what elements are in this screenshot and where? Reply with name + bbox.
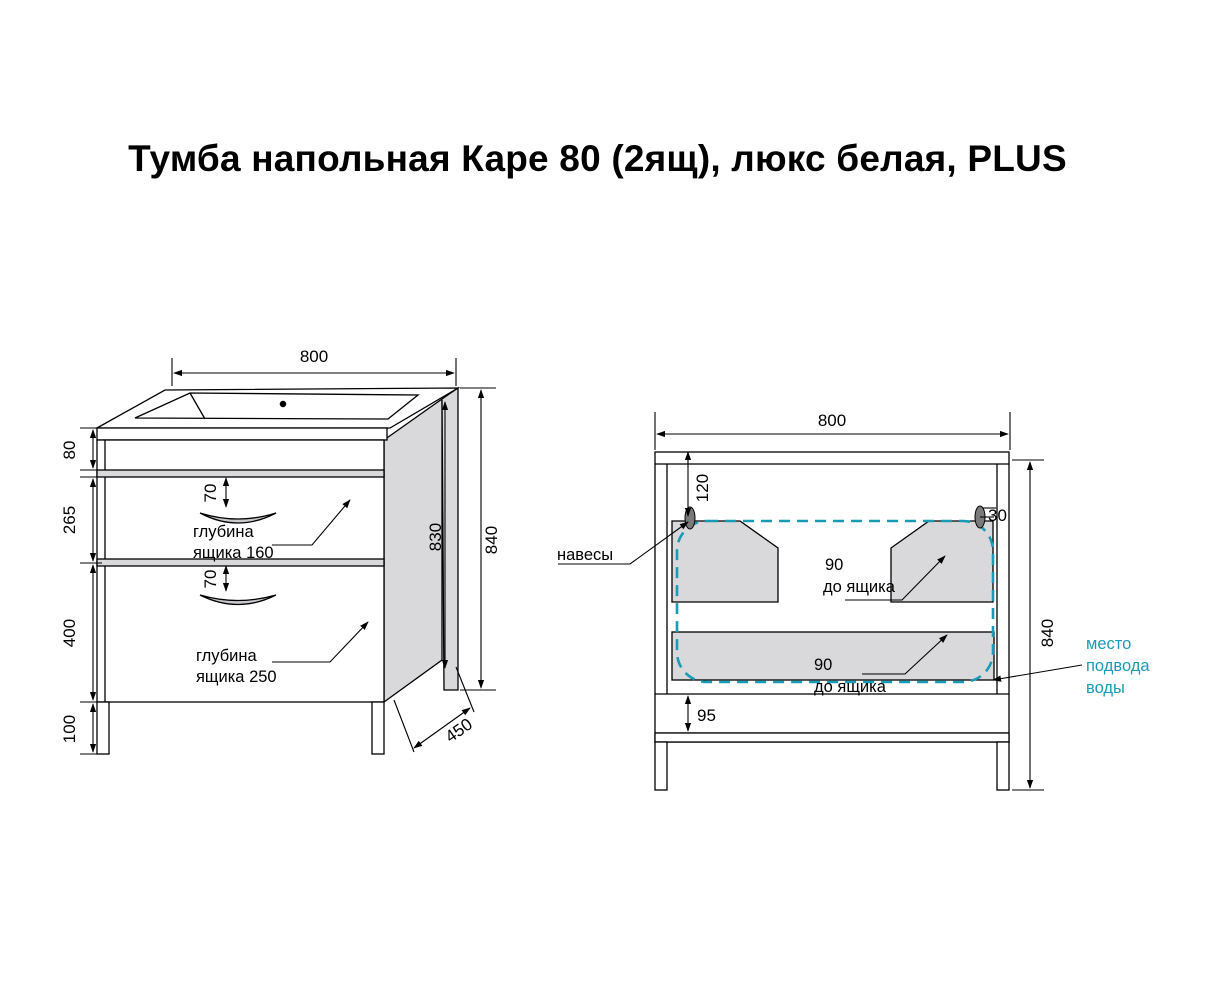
hinge-left — [684, 506, 696, 530]
width-label-left: 800 — [300, 347, 328, 366]
right-dimensions — [558, 412, 1083, 791]
cabinet-rear-view — [654, 451, 1010, 791]
hinges-label: навесы — [557, 546, 613, 564]
water-label-line1: место — [1086, 635, 1131, 653]
handle2-label: 70 — [201, 570, 220, 589]
drawer-gap-top — [96, 469, 385, 478]
legs-height-label: 100 — [60, 715, 79, 743]
bottom-gap-label: 95 — [697, 706, 716, 725]
sink-inner-edge — [189, 392, 206, 420]
clearance2-text: до ящика — [814, 678, 887, 696]
drawer1-handle — [199, 512, 277, 524]
height-total-label-left: 840 — [482, 526, 501, 554]
width-label-right: 800 — [818, 411, 846, 430]
leg-front-right — [371, 701, 385, 755]
drawer2-height-label: 400 — [60, 619, 79, 647]
water-label-line3: воды — [1086, 679, 1125, 697]
hinge-side-label: 30 — [988, 506, 1007, 525]
drawer2-back — [671, 631, 995, 681]
leg-rear-left — [654, 741, 668, 791]
drawer2-handle — [199, 594, 277, 606]
drawer2-depth-line2: ящика 250 — [196, 668, 277, 686]
page-title: Тумба напольная Каре 80 (2ящ), люкс бела… — [128, 138, 1067, 179]
drawer1-depth-line1: глубина — [193, 523, 254, 541]
left-dimensions — [80, 358, 496, 755]
depth-label: 450 — [442, 715, 476, 747]
clearance1-value: 90 — [825, 556, 843, 574]
clearance1-text: до ящика — [823, 578, 896, 596]
drawer1-height-label: 265 — [60, 506, 79, 534]
leg-front-left — [96, 701, 110, 755]
water-supply-zone — [675, 519, 995, 684]
hinge-offset-label: 120 — [693, 474, 712, 502]
sink-basin — [134, 392, 420, 420]
top-panel-label: 80 — [60, 441, 79, 460]
plinth — [654, 732, 1010, 743]
height-total-label-right: 840 — [1038, 619, 1057, 647]
water-label-line2: подвода — [1086, 657, 1150, 675]
cabinet-front — [96, 439, 385, 703]
handle1-label: 70 — [201, 484, 220, 503]
cabinet-perspective-view — [94, 386, 461, 755]
drain-hole — [279, 400, 287, 408]
height-body-label: 830 — [426, 523, 445, 551]
leg-rear-right — [996, 741, 1010, 791]
drawer1-depth-line2: ящика 160 — [193, 544, 274, 562]
drawer2-depth-line1: глубина — [196, 647, 257, 665]
countertop-front — [96, 427, 388, 441]
clearance2-value: 90 — [814, 656, 832, 674]
